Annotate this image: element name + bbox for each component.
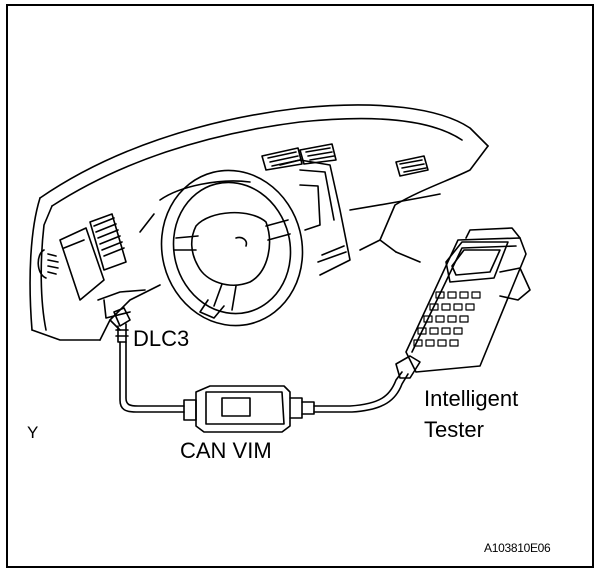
can-vim-label: CAN VIM xyxy=(180,438,272,463)
dlc3-connector xyxy=(113,307,131,343)
left-dash-vent xyxy=(89,213,127,271)
intelligent-tester xyxy=(395,227,531,379)
intelligent-tester-label-line1: Intelligent xyxy=(424,386,519,411)
steering-wheel xyxy=(139,169,304,327)
center-vents xyxy=(261,143,337,171)
can-vim-box xyxy=(183,385,315,433)
intelligent-tester-label-line2: Tester xyxy=(424,417,484,442)
figure-code: A103810E06 xyxy=(484,541,551,555)
dlc3-label: DLC3 xyxy=(133,326,190,351)
tester-cable xyxy=(313,371,409,413)
view-mark-label: Y xyxy=(27,423,39,442)
right-dash-vent xyxy=(395,155,429,177)
tester-keypad xyxy=(413,291,481,347)
side-vent xyxy=(37,249,59,279)
dlc3-cable xyxy=(119,341,185,413)
figure-frame xyxy=(6,4,594,568)
dashboard xyxy=(29,104,489,341)
